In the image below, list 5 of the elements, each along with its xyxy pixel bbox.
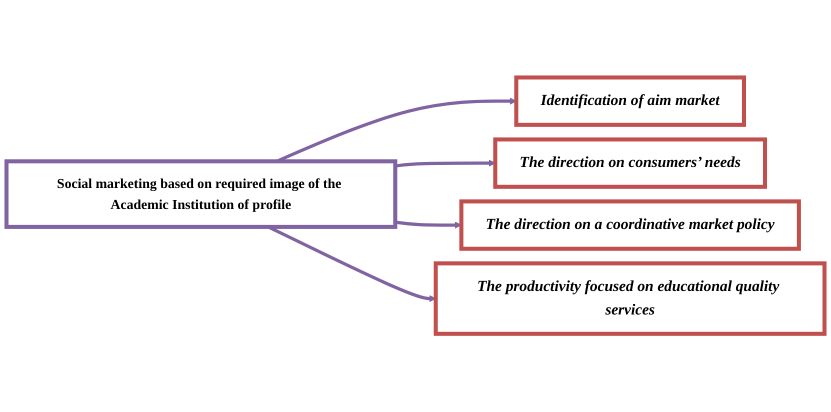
node-box: The productivity focused on educational quality services <box>434 262 827 336</box>
node-box: The direction on a coordinative market policy <box>459 200 801 252</box>
node-box: Social marketing based on required image of the Academic Institution of profile <box>4 160 398 230</box>
node-box: The direction on consumers’ needs <box>493 138 768 190</box>
node-box: Identification of aim market <box>514 76 746 128</box>
